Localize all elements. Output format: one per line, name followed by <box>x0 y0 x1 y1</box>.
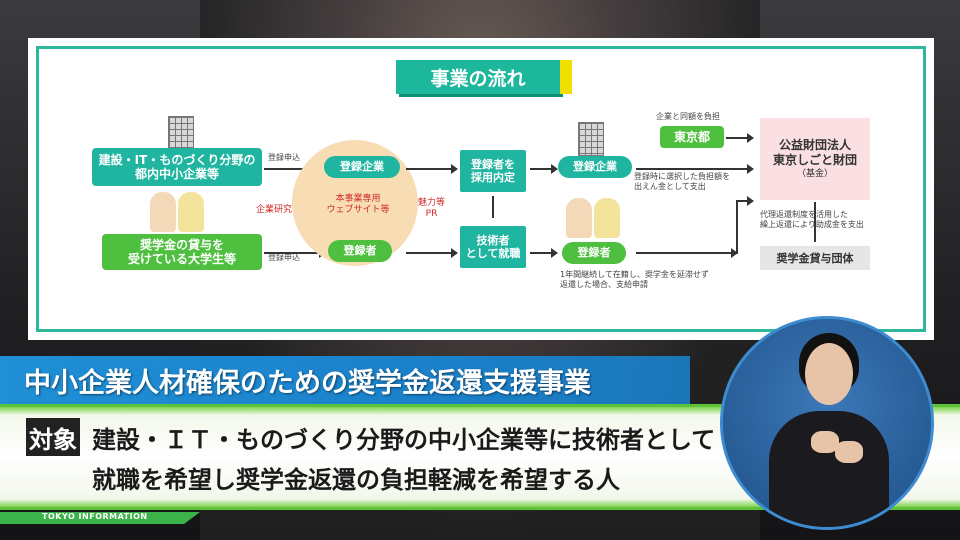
arrow-to-registrant-2 <box>530 248 558 258</box>
target-line-2: 就職を希望し奨学金返還の負担軽減を希望する人 <box>92 466 620 494</box>
arrow-registrant-up <box>736 196 754 206</box>
arrow-registrant-to-foundation <box>636 248 738 258</box>
registrant-up-line <box>736 200 738 254</box>
interpreter-hand-left <box>811 431 839 453</box>
building-icon <box>168 116 194 150</box>
foundation-line-3: （基金） <box>796 168 833 179</box>
sign-interpreter-window <box>720 316 934 530</box>
foundation-box: 公益財団法人 東京しごと財団 （基金） <box>760 118 870 200</box>
arrow-to-company-2 <box>530 164 558 174</box>
company-payment-note: 登録時に選択した負担額を 出えん金として支出 <box>634 172 730 191</box>
footer-text: TOKYO INFORMATION <box>42 512 148 521</box>
interpreter-body <box>769 411 889 527</box>
slide-border <box>36 46 926 332</box>
students-box: 奨学金の貸与を 受けている大学生等 <box>102 234 262 270</box>
registrant-badge-2: 登録者 <box>562 242 626 264</box>
foundation-line-1: 公益財団法人 <box>778 137 851 152</box>
registrant-apply-note: 1年間継続して在籍し、奨学金を延滞せず 返還した場合、支給申請 <box>560 270 709 289</box>
students-icon <box>148 190 208 232</box>
arrow-company-to-foundation <box>636 164 754 174</box>
hiring-box: 登録者を 採用内定 <box>460 150 526 192</box>
company-research-label: 企業研究 <box>256 205 293 215</box>
hiring-down-line <box>492 196 494 218</box>
arrow-tokyo-to-foundation <box>726 133 754 143</box>
site-text: 本事業専用 ウェブサイト等 <box>326 194 390 215</box>
apply-label-top: 登録申込 <box>268 153 300 162</box>
tokyo-note: 企業と同額を負担 <box>656 112 720 121</box>
title-accent <box>560 60 572 94</box>
registered-company-badge: 登録企業 <box>324 156 400 178</box>
registrants-icon <box>564 196 624 238</box>
interpreter-face <box>805 343 853 405</box>
tokyo-box: 東京都 <box>660 126 724 148</box>
interpreter-hand-right <box>835 441 863 463</box>
arrow-to-hiring-bottom <box>406 248 458 258</box>
appeal-pr-label: 魅力等 PR <box>418 198 446 220</box>
foundation-down-line <box>814 202 816 242</box>
registered-company-badge-2: 登録企業 <box>558 156 632 178</box>
companies-box: 建設・IT・ものづくり分野の 都内中小企業等 <box>92 148 262 186</box>
foundation-line-2: 東京しごと財団 <box>772 153 857 168</box>
target-label: 対象 <box>26 418 80 456</box>
subsidy-note: 代理返還制度を活用した 繰上返還により助成金を支出 <box>760 210 864 229</box>
target-line-1: 建設・ＩＴ・ものづくり分野の中小企業等に技術者として <box>92 426 716 454</box>
footer-bar <box>0 512 200 524</box>
scholarship-org-box: 奨学金貸与団体 <box>760 246 870 270</box>
caption-title: 中小企業人材確保のための奨学金返還支援事業 <box>0 356 690 404</box>
registrant-badge: 登録者 <box>328 240 392 262</box>
apply-label-bottom: 登録申込 <box>268 253 300 262</box>
employed-box: 技術者 として就職 <box>460 226 526 268</box>
slide-title: 事業の流れ <box>396 60 560 94</box>
arrow-to-hiring-top <box>406 164 458 174</box>
building-icon-2 <box>578 122 604 156</box>
